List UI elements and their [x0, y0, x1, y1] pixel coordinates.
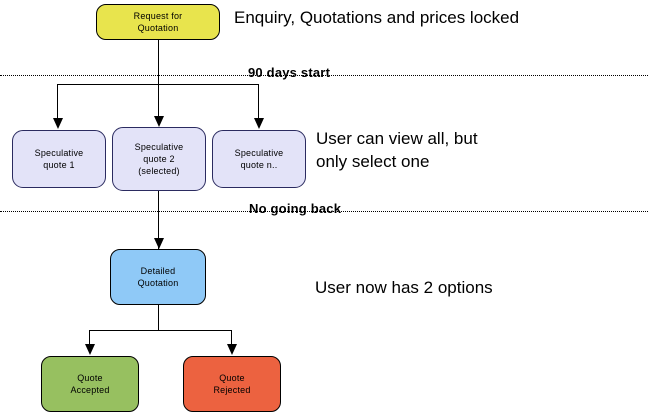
node-speculative-quote-1[interactable]: Speculative quote 1 — [12, 130, 106, 188]
connector-rejected-drop — [231, 330, 232, 346]
connector-spec2-to-detailed — [158, 191, 159, 249]
connector-spec2-drop — [158, 84, 159, 120]
connector-specn-drop — [258, 84, 259, 120]
connector-detailed-stem — [158, 305, 159, 331]
node-quote-rejected[interactable]: Quote Rejected — [183, 356, 281, 412]
arrowhead-accepted — [85, 344, 95, 355]
arrowhead-detailed — [154, 238, 164, 249]
connector-spec1-drop — [57, 84, 58, 120]
phase-divider-no-going-back-label: No going back — [249, 201, 342, 216]
connector-rfq-stem — [158, 40, 159, 84]
phase-divider-no-going-back — [0, 211, 648, 212]
phase-divider-90-days — [0, 75, 648, 76]
node-quote-accepted[interactable]: Quote Accepted — [41, 356, 139, 412]
node-speculative-quote-2-selected[interactable]: Speculative quote 2 (selected) — [112, 127, 206, 191]
phase-divider-90-days-label: 90 days start — [248, 65, 331, 80]
arrowhead-spec2 — [154, 116, 164, 127]
annotation-view-all-select-one: User can view all, but only select one — [316, 129, 478, 171]
annotation-two-options: User now has 2 options — [315, 278, 493, 297]
arrowhead-specn — [254, 118, 264, 129]
arrowhead-rejected — [227, 344, 237, 355]
arrowhead-spec1 — [53, 118, 63, 129]
node-detailed-quotation[interactable]: Detailed Quotation — [110, 249, 206, 305]
annotation-enquiry-locked: Enquiry, Quotations and prices locked — [234, 8, 520, 27]
connector-outcome-bus — [89, 330, 232, 331]
node-request-for-quotation[interactable]: Request for Quotation — [96, 4, 220, 40]
connector-accepted-drop — [89, 330, 90, 346]
node-speculative-quote-n[interactable]: Speculative quote n.. — [212, 130, 306, 188]
